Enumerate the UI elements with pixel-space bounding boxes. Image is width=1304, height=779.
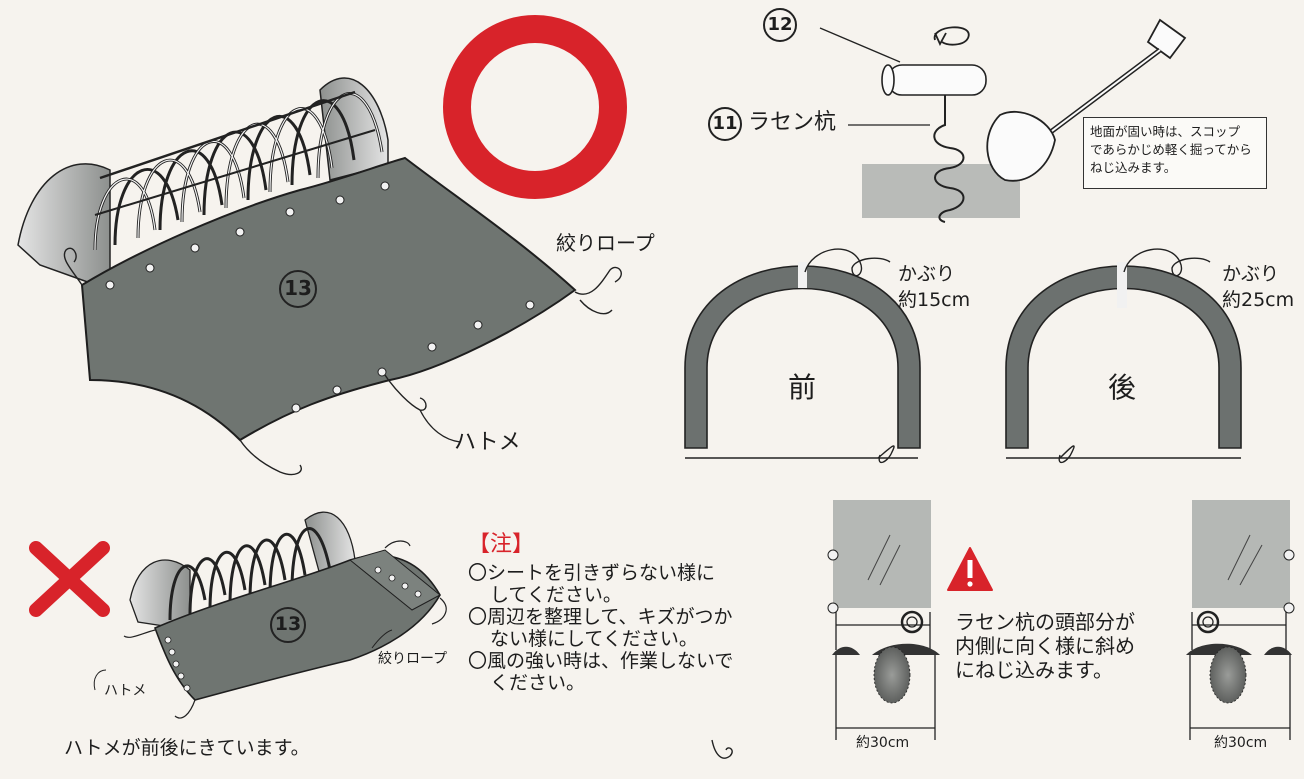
grommets	[105, 181, 535, 413]
ground-block	[862, 164, 1020, 218]
cover-sheet	[80, 156, 577, 442]
caution-line: にねじ込みます。	[955, 658, 1113, 682]
back-overlap-value: 約25cm	[1222, 289, 1295, 311]
greenhouse-end-wall	[17, 163, 111, 292]
caution-text: ラセン杭の頭部分が 内側に向く様に斜め にねじ込みます。	[955, 610, 1135, 682]
notice-item: 〇シートを引きずらない様に	[468, 562, 716, 584]
part-number-13-small: 13	[270, 607, 306, 643]
spiral-stake	[933, 95, 965, 223]
arch-front	[684, 248, 921, 464]
arch-back	[1005, 248, 1242, 464]
back-overlap-label: かぶり	[1222, 263, 1280, 285]
hatome-label: ハトメ	[454, 430, 521, 455]
notice-item-cont: してください。	[490, 584, 622, 606]
part-number-13: 13	[279, 270, 317, 308]
shovel-note: 地面が固い時は、スコップ であらかじめ軽く掘ってから ねじ込みます。	[1083, 117, 1267, 189]
incorrect-mark-icon	[29, 541, 110, 617]
shibori-rope-small-label: 絞りロープ	[378, 651, 448, 667]
correct-mark-icon	[443, 15, 627, 199]
stake-detail-right	[1186, 500, 1295, 740]
hatome-caption: ハトメが前後にきています。	[64, 737, 310, 759]
distance-right-label: 約30cm	[1214, 735, 1268, 751]
warning-triangle-icon	[947, 547, 993, 591]
notice-block: 【注】 〇シートを引きずらない様に してください。 〇周辺を整理して、キズがつか…	[468, 532, 798, 695]
stake-and-shovel	[819, 18, 1187, 223]
shibori-rope-label: 絞りロープ	[556, 231, 655, 255]
part-number-12: 12	[763, 8, 797, 42]
notice-item: 〇風の強い時は、作業しないで	[468, 650, 734, 672]
front-overlap-label: かぶり	[898, 263, 956, 285]
hatome-small-label: ハトメ	[104, 683, 147, 699]
shovel-note-line: であらかじめ軽く掘ってから	[1090, 142, 1252, 158]
notice-item-cont: ない様にしてください。	[490, 628, 698, 650]
notice-heading: 【注】	[468, 532, 535, 557]
stake-detail-left	[827, 500, 940, 740]
front-label: 前	[788, 371, 817, 404]
shovel-note-line: 地面が固い時は、スコップ	[1090, 124, 1241, 139]
part-number-11: 11	[708, 107, 742, 141]
notice-item-cont: ください。	[490, 672, 586, 694]
distance-left-label: 約30cm	[856, 735, 910, 751]
back-label: 後	[1108, 371, 1137, 404]
greenhouse-end-wall-far	[319, 77, 389, 181]
front-overlap-value: 約15cm	[898, 289, 971, 311]
caution-line: 内側に向く様に斜め	[955, 634, 1135, 658]
shovel-note-line: ねじ込みます。	[1090, 160, 1177, 176]
caution-line: ラセン杭の頭部分が	[955, 610, 1135, 634]
rasen-kui-label: ラセン杭	[748, 110, 837, 135]
shovel	[1146, 18, 1187, 60]
correct-cover-illustration	[17, 77, 622, 476]
notice-item: 〇周辺を整理して、キズがつか	[468, 606, 733, 628]
